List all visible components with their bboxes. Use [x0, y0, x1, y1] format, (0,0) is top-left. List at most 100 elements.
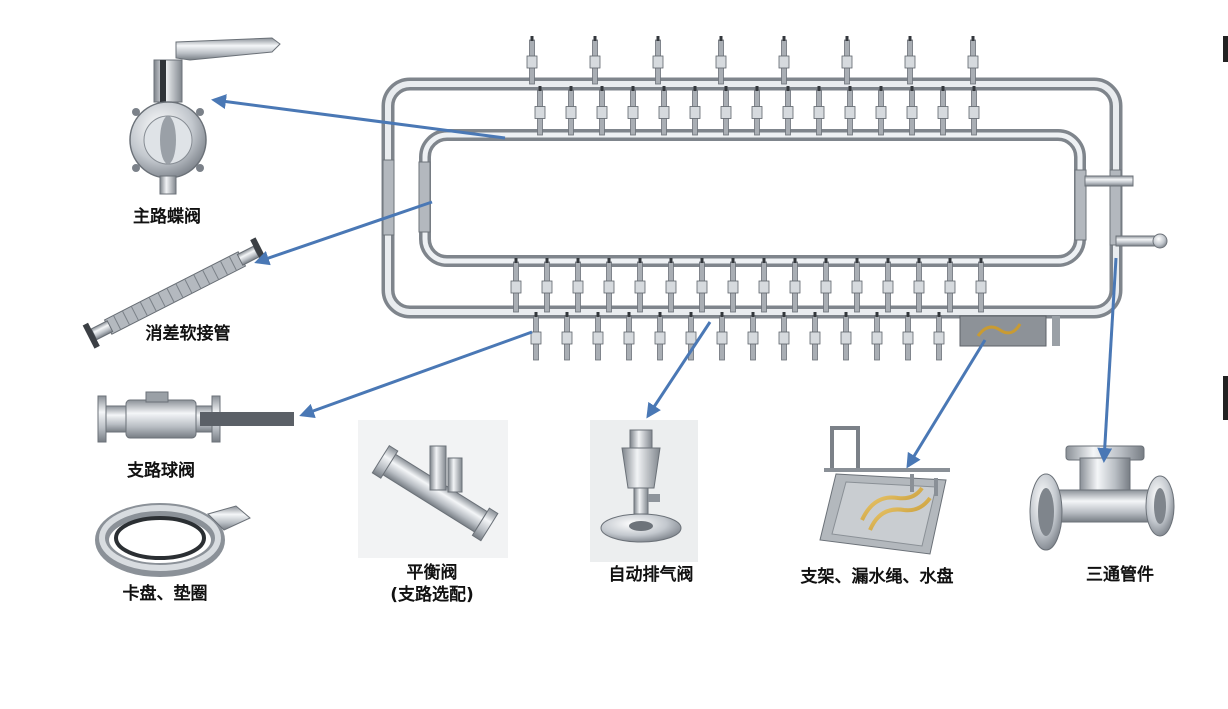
- valve-cap: [941, 86, 945, 91]
- branch-valves-top: [526, 36, 980, 136]
- valve-cap: [545, 258, 549, 263]
- valve-body: [727, 280, 739, 294]
- valve-body: [904, 55, 916, 69]
- callout-arrows: [211, 94, 1118, 469]
- valve-body: [902, 331, 914, 345]
- valve-body: [841, 55, 853, 69]
- valve-cap: [669, 258, 673, 263]
- valve-cap: [937, 312, 941, 317]
- label-balance-valve: 平衡阀: [406, 563, 458, 583]
- valve-body: [933, 331, 945, 345]
- pipe-manifold: [381, 77, 1168, 347]
- valve-cap: [848, 86, 852, 91]
- valve-cap: [700, 258, 704, 263]
- valve-body: [778, 55, 790, 69]
- valve-body: [751, 106, 763, 119]
- valve-cap: [565, 312, 569, 317]
- valve-cap: [908, 36, 912, 41]
- valve-body: [627, 106, 639, 119]
- label-bracket-tray: 支架、漏水绳、水盘: [800, 567, 954, 587]
- valve-cap: [813, 312, 817, 317]
- valve-body: [665, 280, 677, 294]
- balance-valve-image: [358, 420, 508, 558]
- valve-body: [937, 106, 949, 119]
- valve-cap: [662, 86, 666, 91]
- valve-body: [968, 106, 980, 119]
- valve-cap: [576, 258, 580, 263]
- valve-cap: [886, 258, 890, 263]
- valve-cap: [689, 312, 693, 317]
- bracket-tray-image: [819, 426, 950, 555]
- valve-cap: [782, 36, 786, 41]
- valve-cap: [631, 86, 635, 91]
- valve-body: [652, 55, 664, 69]
- valve-cap: [910, 86, 914, 91]
- valve-body: [813, 106, 825, 119]
- valve-cap: [824, 258, 828, 263]
- valve-body: [623, 331, 635, 345]
- flexible-hose-image: [82, 237, 268, 349]
- auto-vent-valve-image: [590, 420, 698, 562]
- valve-body: [561, 331, 573, 345]
- valve-cap: [948, 258, 952, 263]
- valve-body: [685, 331, 697, 345]
- valve-cap: [751, 312, 755, 317]
- valve-body: [689, 106, 701, 119]
- valve-cap: [979, 258, 983, 263]
- valve-cap: [593, 36, 597, 41]
- valve-cap: [875, 312, 879, 317]
- ball-valve-image: [97, 391, 294, 443]
- valve-cap: [755, 86, 759, 91]
- valve-body: [906, 106, 918, 119]
- valve-body: [654, 331, 666, 345]
- valve-cap: [693, 86, 697, 91]
- valve-body: [851, 280, 863, 294]
- valve-cap: [724, 86, 728, 91]
- valve-body: [720, 106, 732, 119]
- valve-body: [696, 280, 708, 294]
- valve-body: [967, 55, 979, 69]
- valve-cap: [514, 258, 518, 263]
- valve-cap: [731, 258, 735, 263]
- valve-cap: [762, 258, 766, 263]
- arrow-to-flexible-hose: [254, 200, 433, 266]
- valve-cap: [786, 86, 790, 91]
- valve-cap: [627, 312, 631, 317]
- valve-cap: [845, 36, 849, 41]
- valve-body: [875, 106, 887, 119]
- arrow-to-tee-fitting: [1097, 257, 1118, 463]
- valve-body: [658, 106, 670, 119]
- valve-body: [510, 280, 522, 294]
- valve-body: [715, 55, 727, 69]
- label-balance-valve-note: (支路选配): [390, 585, 474, 605]
- valve-body: [589, 55, 601, 69]
- label-main-butterfly-valve: 主路蝶阀: [133, 207, 201, 227]
- valve-body: [634, 280, 646, 294]
- valve-cap: [782, 312, 786, 317]
- label-flexible-hose: 消差软接管: [145, 324, 231, 344]
- valve-body: [534, 106, 546, 119]
- valve-cap: [855, 258, 859, 263]
- valve-body: [782, 106, 794, 119]
- butterfly-valve-image: [129, 37, 281, 195]
- valve-body: [778, 331, 790, 345]
- valve-body: [565, 106, 577, 119]
- valve-cap: [844, 312, 848, 317]
- valve-body: [541, 280, 553, 294]
- valve-cap: [879, 86, 883, 91]
- valve-cap: [917, 258, 921, 263]
- valve-body: [820, 280, 832, 294]
- valve-body: [603, 280, 615, 294]
- label-branch-ball-valve: 支路球阀: [127, 461, 195, 481]
- arrow-to-bracket-tray: [906, 339, 987, 469]
- valve-body: [975, 280, 987, 294]
- arrow-to-ball-valve: [299, 330, 533, 418]
- edge-mark-top: [1223, 36, 1228, 62]
- valve-cap: [534, 312, 538, 317]
- label-clamp-gasket: 卡盘、垫圈: [122, 584, 208, 604]
- label-tee-fitting: 三通管件: [1086, 565, 1154, 585]
- valve-cap: [906, 312, 910, 317]
- valve-body: [840, 331, 852, 345]
- valve-cap: [530, 36, 534, 41]
- valve-body: [596, 106, 608, 119]
